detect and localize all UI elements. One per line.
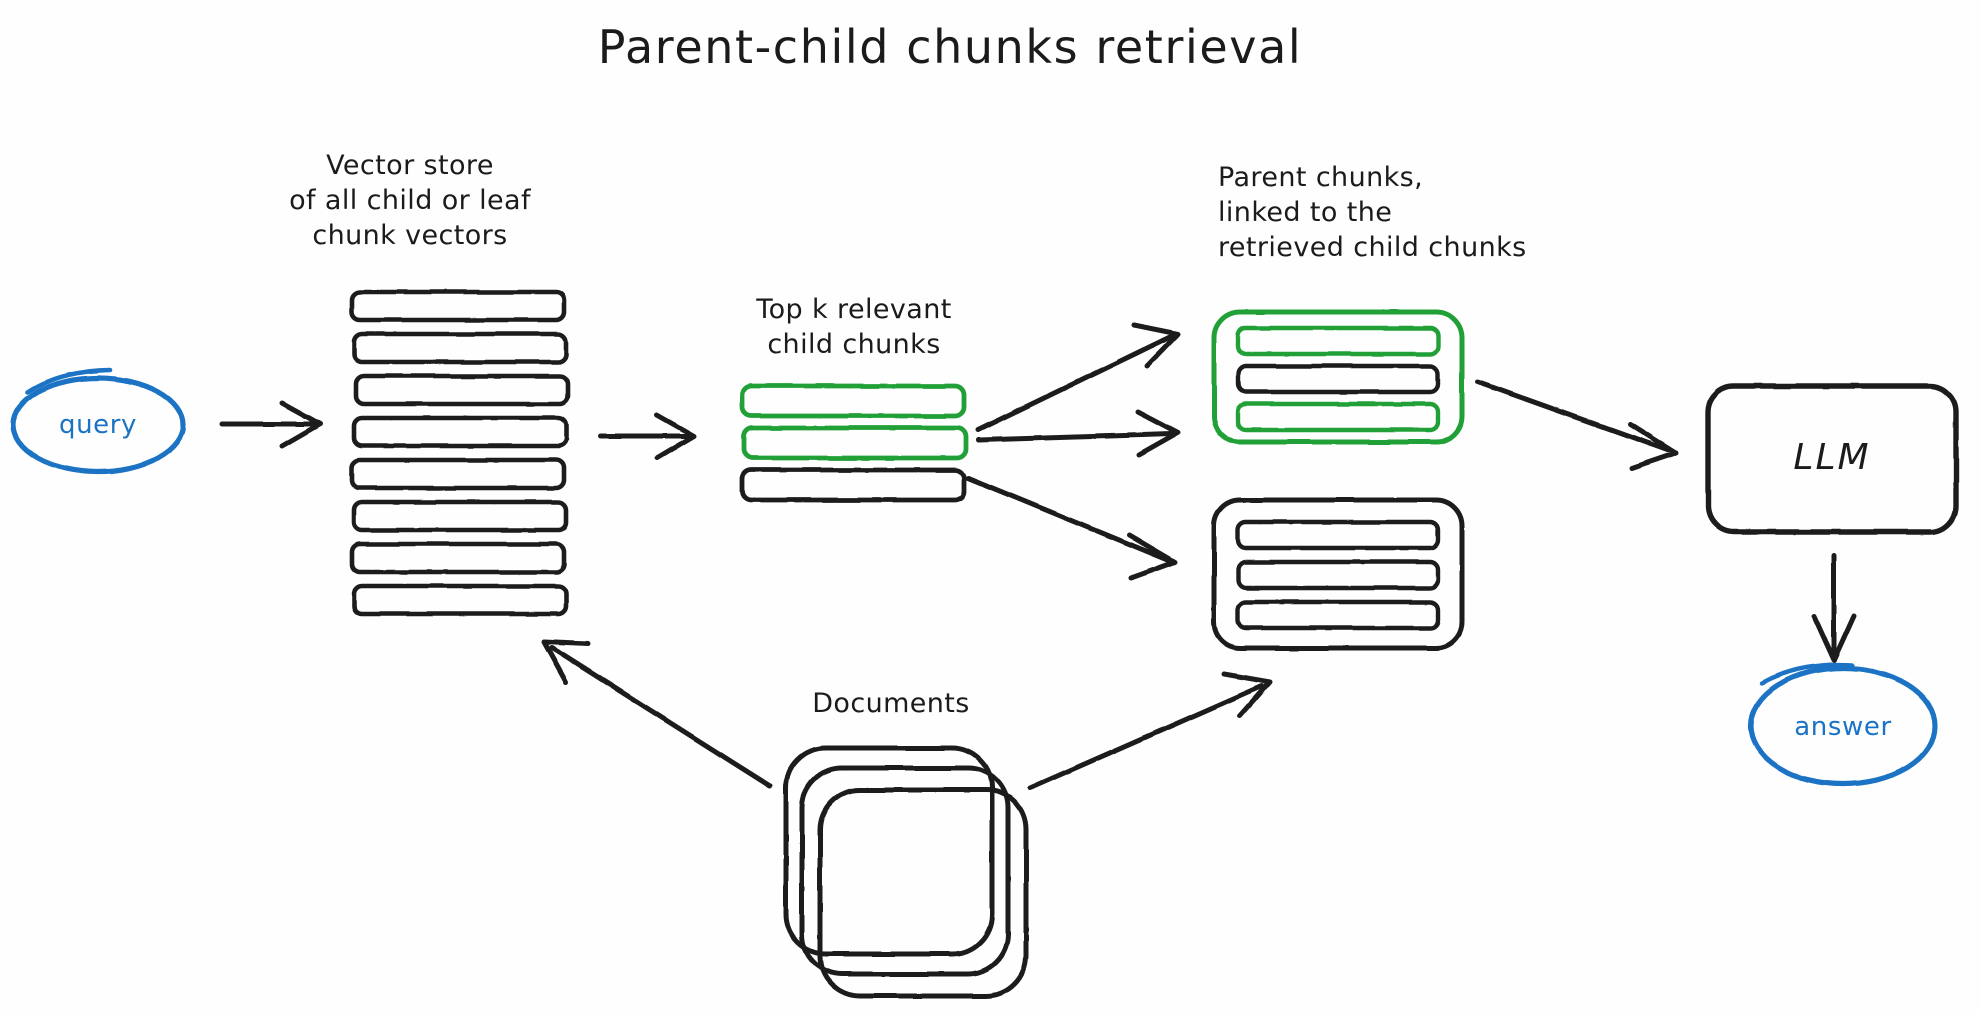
query-node-shape[interactable] <box>10 367 186 475</box>
answer-node-shape[interactable] <box>1748 662 1938 787</box>
edge-top-k-1-to-parent-green <box>975 322 1181 433</box>
edge-parent-green-to-llm <box>1475 379 1679 471</box>
edge-top-k-2-to-parent-green <box>975 409 1181 458</box>
edge-query-to-vector-store <box>219 400 323 449</box>
query-node-label[interactable]: query <box>58 410 138 440</box>
llm-node-label[interactable]: LLM <box>1793 437 1871 478</box>
llm-node-shape[interactable] <box>1705 383 1959 535</box>
parent-box-green-shape[interactable] <box>1211 309 1465 445</box>
vector-store-stack-shape[interactable] <box>349 289 571 617</box>
top-k-chunk-3 <box>739 467 967 503</box>
edge-vector-store-to-top-k <box>597 412 697 461</box>
edge-documents-to-parent-black <box>1027 671 1273 791</box>
documents-stack-shape[interactable] <box>783 745 1029 999</box>
top-k-label: Top k relevant child chunks <box>756 294 952 361</box>
vector-store-label: Vector store of all child or leaf chunk … <box>289 150 531 252</box>
documents-label: Documents <box>812 688 970 719</box>
edge-documents-to-vector-store <box>541 639 773 789</box>
page-title: Parent-child chunks retrieval <box>597 20 1303 74</box>
top-k-chunks-shape[interactable] <box>739 383 969 503</box>
parent-box-black-shape[interactable] <box>1211 497 1465 651</box>
parent-chunks-label: Parent chunks, linked to the retrieved c… <box>1218 162 1527 264</box>
top-k-chunk-2 <box>741 425 969 461</box>
top-k-chunk-1 <box>739 383 967 419</box>
edge-llm-to-answer <box>1811 553 1857 663</box>
answer-node-label[interactable]: answer <box>1794 712 1892 742</box>
edge-top-k-3-to-parent-black <box>965 475 1178 581</box>
